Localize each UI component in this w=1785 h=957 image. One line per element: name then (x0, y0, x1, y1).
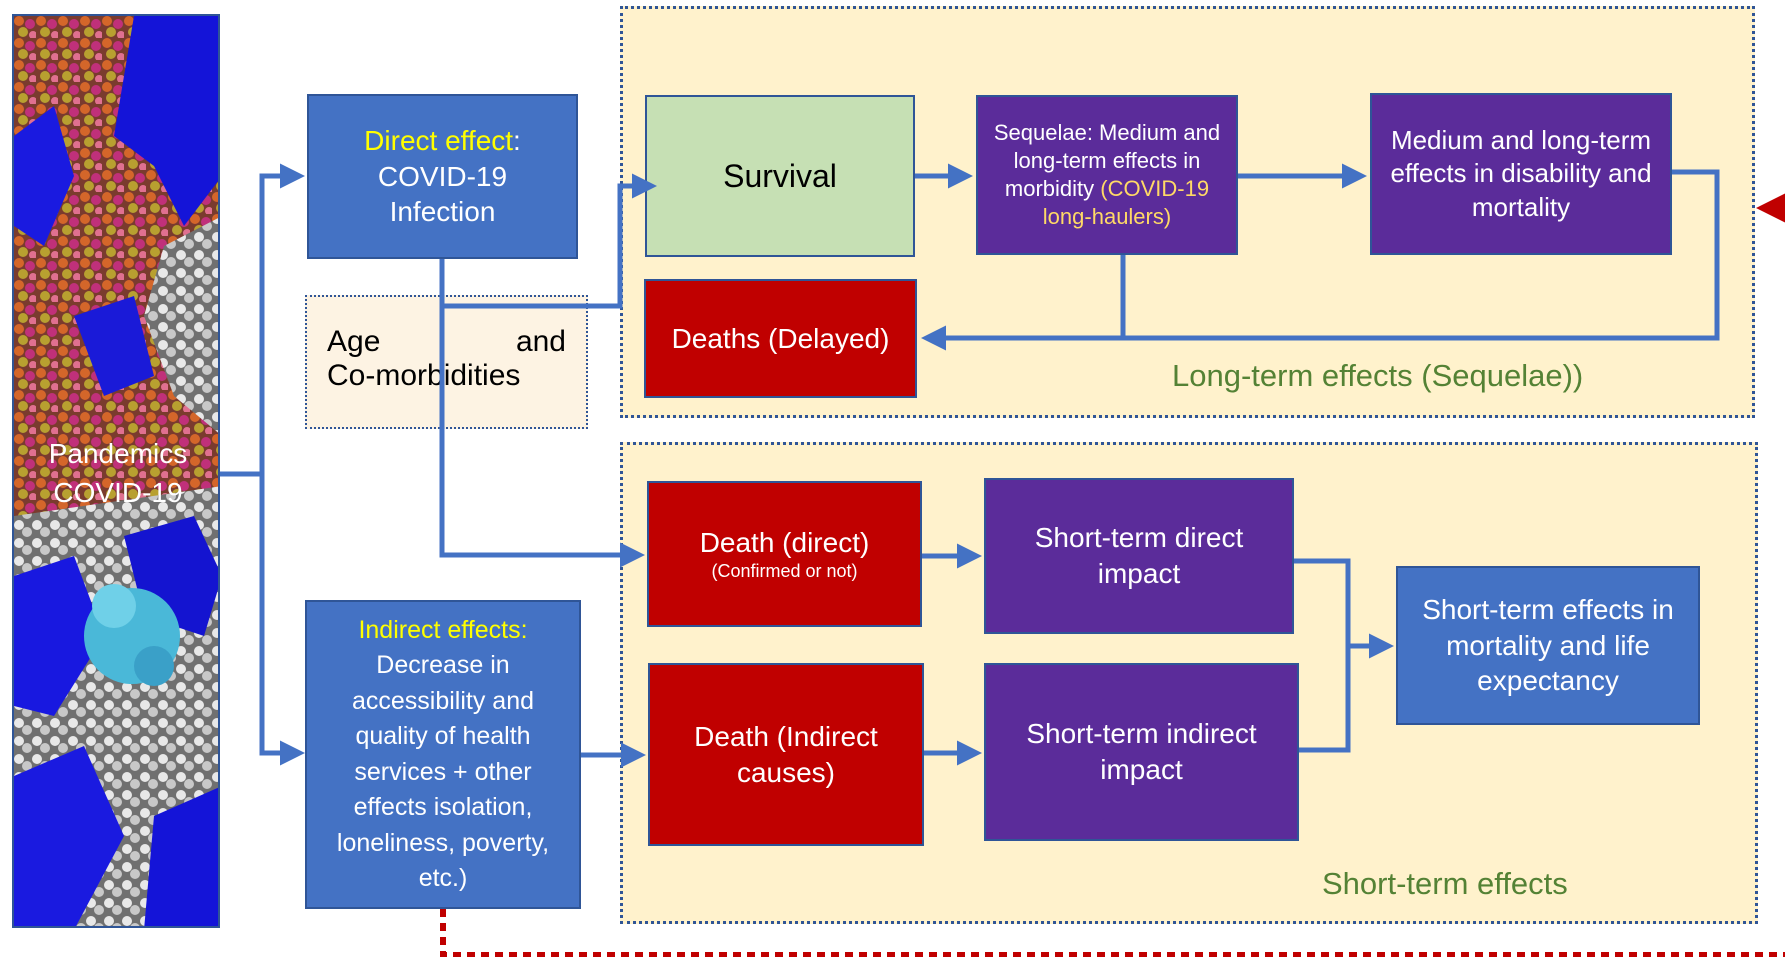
sequelae-box: Sequelae: Medium and long-term effects i… (976, 95, 1238, 255)
short-term-indirect-box: Short-term indirect impact (984, 663, 1299, 841)
short-term-region-label: Short-term effects (1322, 866, 1568, 901)
short-term-mortality-box: Short-term effects in mortality and life… (1396, 566, 1700, 725)
pandemic-image: Pandemics COVID-19 (12, 14, 220, 928)
pandemic-label: Pandemics COVID-19 (48, 438, 188, 509)
death-indirect-box: Death (Indirect causes) (648, 663, 924, 846)
death-direct-box: Death (direct) (Confirmed or not) (647, 481, 922, 627)
long-term-region-label: Long-term effects (Sequelae)) (1172, 358, 1584, 393)
deaths-delayed-box: Deaths (Delayed) (644, 279, 917, 398)
age-comorbidities-box: Age and Co-morbidities (305, 295, 588, 429)
direct-effect-box: Direct effect: COVID-19 Infection (307, 94, 578, 259)
medium-long-term-box: Medium and long-term effects in disabili… (1370, 93, 1672, 255)
indirect-effects-title: Indirect effects: (358, 615, 528, 644)
arrow-to-indirect (259, 474, 305, 766)
virus-texture-icon (14, 16, 218, 926)
short-term-direct-box: Short-term direct impact (984, 478, 1294, 634)
arrow-to-direct (259, 163, 305, 474)
direct-effect-title: Direct effect (364, 124, 514, 156)
indirect-effects-box: Indirect effects: Decrease in accessibil… (305, 600, 581, 909)
survival-box: Survival (645, 95, 915, 257)
death-direct-subtitle: (Confirmed or not) (711, 561, 858, 582)
